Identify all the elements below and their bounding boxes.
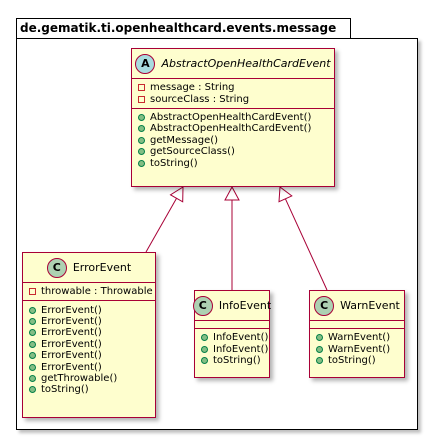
public-visibility-icon bbox=[29, 363, 36, 371]
method-row: getMessage() bbox=[132, 135, 334, 146]
class-header: A AbstractOpenHealthCardEvent bbox=[132, 49, 334, 79]
method-row: toString() bbox=[195, 355, 269, 366]
method-row: ErrorEvent() bbox=[23, 361, 155, 373]
public-visibility-icon bbox=[201, 334, 208, 342]
method-text: AbstractOpenHealthCardEvent() bbox=[150, 123, 312, 135]
method-text: getSourceClass() bbox=[150, 146, 235, 158]
method-text: toString() bbox=[213, 354, 261, 366]
inheritance-arrowhead-error bbox=[169, 186, 184, 203]
public-visibility-icon bbox=[201, 345, 208, 353]
method-row: InfoEvent() bbox=[195, 343, 269, 355]
method-text: ErrorEvent() bbox=[41, 304, 102, 316]
method-row: toString() bbox=[23, 384, 155, 395]
class-header: C ErrorEvent bbox=[23, 253, 155, 283]
methods-section: AbstractOpenHealthCardEvent()AbstractOpe… bbox=[132, 109, 334, 172]
fields-section: throwable : Throwable bbox=[23, 283, 155, 302]
package-tab bbox=[16, 18, 351, 38]
field-row: message : String bbox=[132, 82, 334, 93]
public-visibility-icon bbox=[29, 386, 36, 394]
public-visibility-icon bbox=[316, 345, 323, 353]
method-text: ErrorEvent() bbox=[41, 361, 102, 373]
method-text: ErrorEvent() bbox=[41, 350, 102, 362]
public-visibility-icon bbox=[29, 306, 36, 314]
private-visibility-icon bbox=[29, 288, 36, 296]
method-row: ErrorEvent() bbox=[23, 350, 155, 361]
private-visibility-icon bbox=[138, 95, 145, 103]
class-icon: C bbox=[314, 295, 335, 316]
method-row: WarnEvent() bbox=[310, 343, 404, 355]
field-row: throwable : Throwable bbox=[23, 286, 155, 297]
method-text: ErrorEvent() bbox=[41, 338, 102, 350]
method-text: getMessage() bbox=[150, 134, 219, 146]
methods-section: WarnEvent()WarnEvent()toString() bbox=[310, 329, 404, 369]
method-row: getSourceClass() bbox=[132, 146, 334, 157]
inheritance-line-warn bbox=[284, 198, 328, 291]
field-text: throwable : Throwable bbox=[41, 286, 153, 298]
class-name: WarnEvent bbox=[340, 299, 400, 312]
public-visibility-icon bbox=[138, 136, 145, 144]
method-row: ErrorEvent() bbox=[23, 339, 155, 350]
method-text: toString() bbox=[150, 157, 198, 169]
field-row: sourceClass : String bbox=[132, 93, 334, 105]
method-text: toString() bbox=[41, 384, 89, 396]
method-text: ErrorEvent() bbox=[41, 327, 102, 339]
inheritance-arrowhead-warn bbox=[278, 186, 293, 203]
public-visibility-icon bbox=[138, 113, 145, 121]
method-row: getThrowable() bbox=[23, 373, 155, 384]
class-header: C WarnEvent bbox=[310, 291, 404, 321]
public-visibility-icon bbox=[29, 340, 36, 348]
method-row: toString() bbox=[310, 355, 404, 366]
public-visibility-icon bbox=[201, 356, 208, 364]
field-text: sourceClass : String bbox=[150, 93, 250, 105]
class-name: InfoEvent bbox=[218, 299, 272, 312]
method-row: ErrorEvent() bbox=[23, 304, 155, 316]
public-visibility-icon bbox=[29, 352, 36, 360]
inheritance-line-error bbox=[145, 198, 178, 253]
fields-section bbox=[310, 321, 404, 329]
private-visibility-icon bbox=[138, 84, 145, 92]
method-row: ErrorEvent() bbox=[23, 316, 155, 327]
public-visibility-icon bbox=[138, 125, 145, 133]
class-icon: C bbox=[46, 257, 67, 278]
public-visibility-icon bbox=[29, 329, 36, 337]
class-abstract[interactable]: A AbstractOpenHealthCardEvent message : St… bbox=[131, 48, 335, 187]
package-name: de.gematik.ti.openhealthcard.events.mess… bbox=[20, 21, 337, 35]
public-visibility-icon bbox=[138, 159, 145, 167]
abstract-class-icon: A bbox=[135, 53, 156, 74]
method-text: WarnEvent() bbox=[328, 343, 391, 355]
public-visibility-icon bbox=[138, 148, 145, 156]
method-row: WarnEvent() bbox=[310, 332, 404, 343]
public-visibility-icon bbox=[316, 334, 323, 342]
method-row: AbstractOpenHealthCardEvent() bbox=[132, 112, 334, 123]
class-name: ErrorEvent bbox=[72, 261, 132, 274]
method-text: WarnEvent() bbox=[328, 332, 391, 344]
public-visibility-icon bbox=[29, 374, 36, 382]
methods-section: InfoEvent()InfoEvent()toString() bbox=[195, 329, 269, 369]
inheritance-arrowhead-info bbox=[224, 185, 240, 201]
method-row: InfoEvent() bbox=[195, 332, 269, 343]
class-name: AbstractOpenHealthCardEvent bbox=[161, 57, 331, 70]
class-icon: C bbox=[192, 295, 213, 316]
field-text: message : String bbox=[150, 82, 235, 94]
public-visibility-icon bbox=[316, 356, 323, 364]
method-text: getThrowable() bbox=[41, 372, 118, 384]
method-row: toString() bbox=[132, 157, 334, 169]
method-text: toString() bbox=[328, 354, 376, 366]
method-row: ErrorEvent() bbox=[23, 327, 155, 338]
class-header: C InfoEvent bbox=[192, 291, 272, 321]
public-visibility-icon bbox=[29, 317, 36, 325]
method-text: InfoEvent() bbox=[213, 343, 269, 355]
method-row: AbstractOpenHealthCardEvent() bbox=[132, 123, 334, 134]
method-text: ErrorEvent() bbox=[41, 315, 102, 327]
methods-section: ErrorEvent()ErrorEvent()ErrorEvent()Erro… bbox=[23, 301, 155, 398]
fields-section bbox=[195, 321, 269, 329]
method-text: AbstractOpenHealthCardEvent() bbox=[150, 111, 312, 123]
method-text: InfoEvent() bbox=[213, 332, 269, 344]
